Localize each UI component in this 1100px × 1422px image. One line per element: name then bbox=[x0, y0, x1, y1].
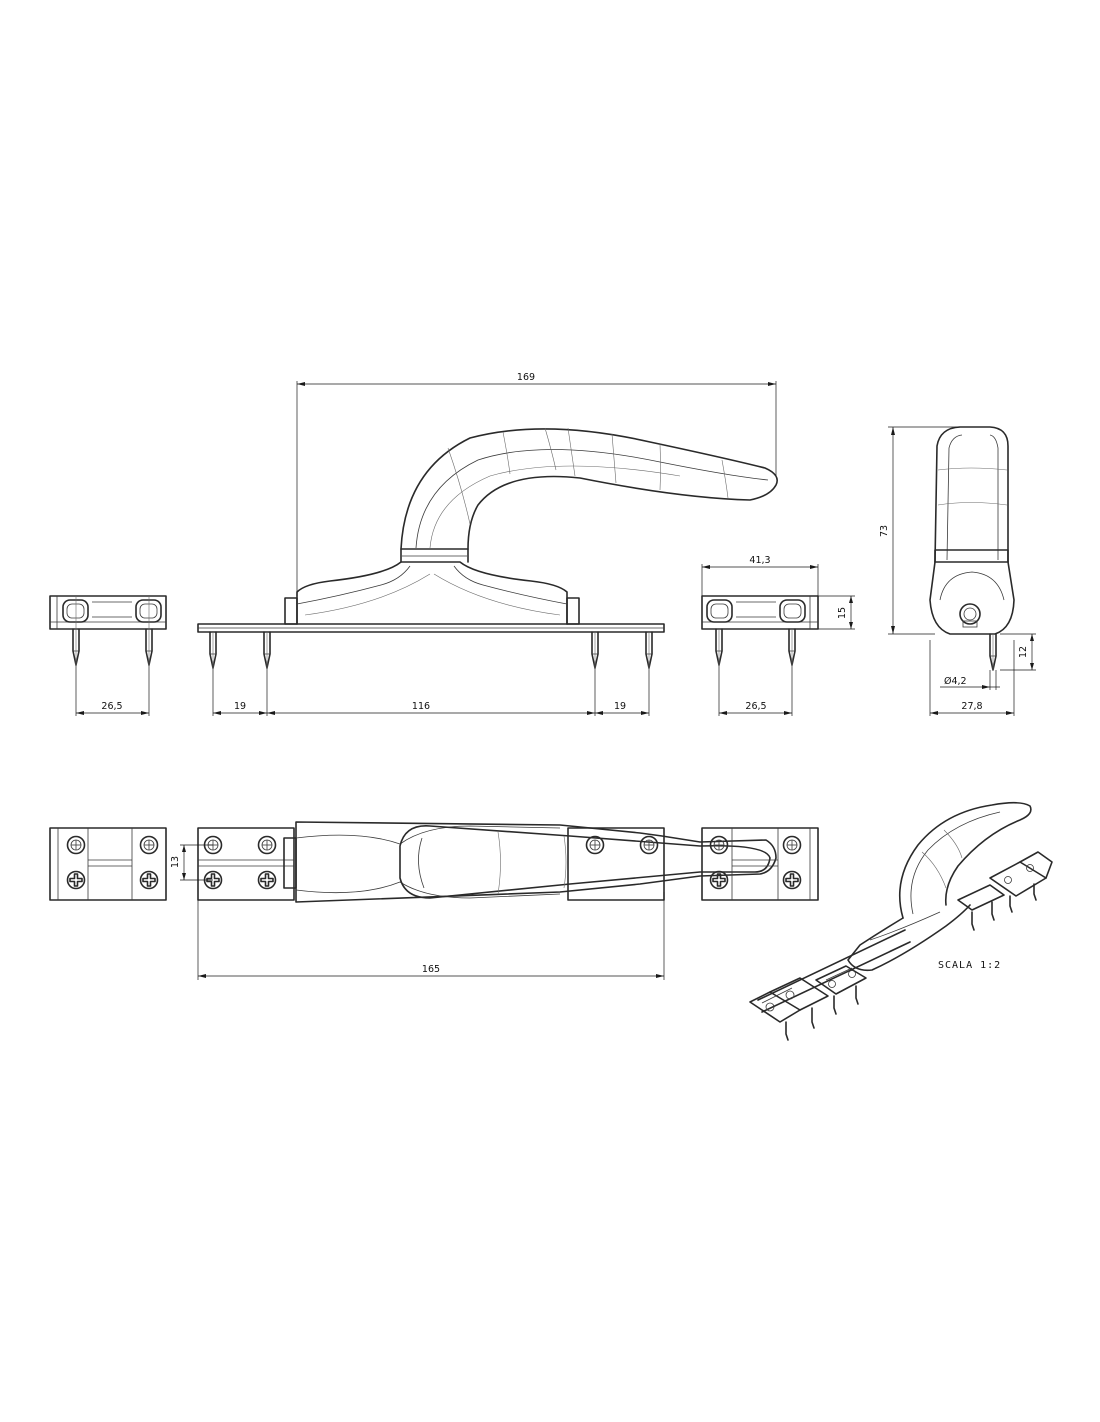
dim-165-label: 165 bbox=[422, 964, 440, 975]
dim-26-5-left-label: 26,5 bbox=[101, 701, 122, 712]
scale-label: SCALA 1:2 bbox=[938, 960, 1001, 971]
left-block-front-view bbox=[49, 595, 167, 666]
handle-plan-view bbox=[197, 821, 777, 903]
left-block-plan-view bbox=[49, 827, 167, 901]
dim-13-label: 13 bbox=[170, 856, 181, 868]
dim-diameter-label: Ø4,2 bbox=[944, 676, 967, 687]
dim-73-label: 73 bbox=[879, 525, 890, 537]
dimension-12: 12 bbox=[1000, 633, 1036, 671]
dimension-13: 13 bbox=[170, 844, 213, 881]
dimension-26-5-right: 26,5 bbox=[718, 665, 793, 716]
dim-41-3-label: 41,3 bbox=[749, 555, 770, 566]
dimension-165: 165 bbox=[197, 892, 665, 980]
handle-end-view bbox=[929, 426, 1015, 671]
dimension-diameter-4-2: Ø4,2 bbox=[940, 670, 1000, 690]
dim-26-5-right-label: 26,5 bbox=[745, 701, 766, 712]
right-block-plan-view bbox=[701, 827, 819, 901]
dim-19-right-label: 19 bbox=[614, 701, 626, 712]
dim-15-label: 15 bbox=[837, 607, 848, 619]
dim-19-left-label: 19 bbox=[234, 701, 246, 712]
right-block-front-view bbox=[701, 595, 819, 666]
handle-isometric-view bbox=[749, 801, 1053, 1041]
handle-front-view bbox=[197, 427, 778, 669]
dimension-chain-19-116-19: 19 116 19 bbox=[212, 668, 650, 716]
dimension-73: 73 bbox=[879, 426, 960, 635]
dim-27-8-label: 27,8 bbox=[961, 701, 982, 712]
dimension-41-3: 41,3 bbox=[701, 555, 819, 596]
dim-169-label: 169 bbox=[517, 372, 535, 383]
dimension-27-8: 27,8 bbox=[929, 640, 1015, 716]
dimension-169: 169 bbox=[296, 372, 777, 596]
dim-116-label: 116 bbox=[412, 701, 430, 712]
dim-12-label: 12 bbox=[1018, 646, 1029, 658]
dimension-26-5-left: 26,5 bbox=[75, 665, 150, 716]
dimension-15: 15 bbox=[818, 595, 855, 630]
